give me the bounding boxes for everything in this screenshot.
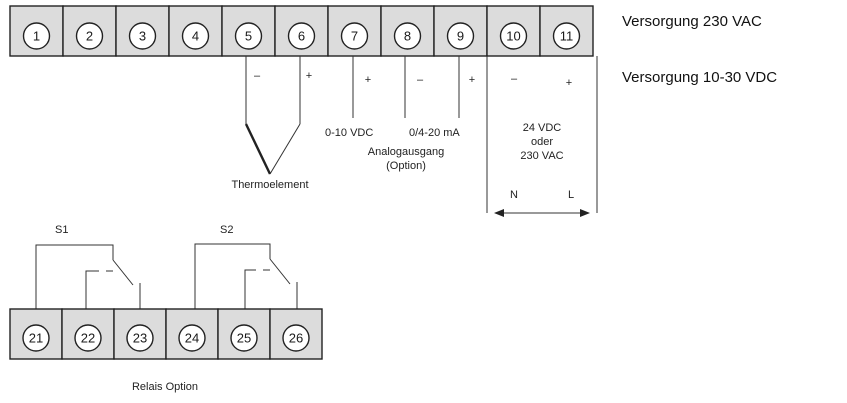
power-label-oder: oder bbox=[531, 136, 553, 148]
relay-s1-wiring: S1 bbox=[35, 224, 141, 309]
power-label-24vdc: 24 VDC bbox=[523, 122, 562, 134]
terminal-22: 22 bbox=[61, 308, 115, 360]
polarity-8: – bbox=[417, 74, 424, 86]
bottom-terminal-strip: 21 22 23 24 25 26 bbox=[9, 308, 323, 360]
terminal-23: 23 bbox=[113, 308, 167, 360]
vdc-output-label: 0-10 VDC bbox=[325, 127, 373, 139]
terminal-label: 23 bbox=[133, 331, 147, 346]
analog-option-label: (Option) bbox=[386, 160, 426, 172]
terminal-25: 25 bbox=[217, 308, 271, 360]
terminal-11: 11 bbox=[539, 5, 594, 57]
top-terminal-strip: 1 2 3 4 5 6 7 bbox=[9, 5, 594, 57]
terminal-10: 10 bbox=[486, 5, 541, 57]
relay-s1-label: S1 bbox=[55, 224, 68, 236]
terminal-label: 11 bbox=[560, 29, 574, 44]
polarity-7: + bbox=[365, 74, 371, 86]
terminal-21: 21 bbox=[9, 308, 63, 360]
power-label-230vac: 230 VAC bbox=[520, 150, 563, 162]
terminal-label: 9 bbox=[457, 29, 464, 44]
polarity-6: + bbox=[306, 70, 312, 82]
ma-output-label: 0/4-20 mA bbox=[409, 127, 460, 139]
live-label: L bbox=[568, 189, 574, 201]
supply-note-10-30vdc: Versorgung 10-30 VDC bbox=[622, 69, 777, 86]
terminal-1: 1 bbox=[9, 5, 64, 57]
terminal-6: 6 bbox=[274, 5, 329, 57]
terminal-4: 4 bbox=[168, 5, 223, 57]
terminal-label: 21 bbox=[29, 331, 43, 346]
terminal-label: 22 bbox=[81, 331, 95, 346]
analog-output-wiring: + – + 0-10 VDC 0/4-20 mA Analogausgang (… bbox=[325, 56, 475, 172]
terminal-7: 7 bbox=[327, 5, 382, 57]
terminal-8: 8 bbox=[380, 5, 435, 57]
relay-s2-wiring: S2 bbox=[194, 224, 298, 309]
terminal-label: 7 bbox=[351, 29, 358, 44]
terminal-26: 26 bbox=[269, 308, 323, 360]
supply-note-230vac: Versorgung 230 VAC bbox=[622, 13, 762, 30]
terminal-label: 25 bbox=[237, 331, 251, 346]
relay-option-label: Relais Option bbox=[132, 381, 198, 393]
relay-s2-label: S2 bbox=[220, 224, 233, 236]
terminal-3: 3 bbox=[115, 5, 170, 57]
terminal-label: 5 bbox=[245, 29, 252, 44]
terminal-label: 10 bbox=[506, 29, 520, 44]
power-supply-wiring: – + 24 VDC oder 230 VAC N L bbox=[486, 56, 598, 217]
terminal-label: 2 bbox=[86, 29, 93, 44]
neutral-label: N bbox=[510, 189, 518, 201]
terminal-2: 2 bbox=[62, 5, 117, 57]
terminal-label: 3 bbox=[139, 29, 146, 44]
analog-output-label: Analogausgang bbox=[368, 146, 444, 158]
terminal-label: 6 bbox=[298, 29, 305, 44]
terminal-24: 24 bbox=[165, 308, 219, 360]
terminal-label: 4 bbox=[192, 29, 199, 44]
polarity-9: + bbox=[469, 74, 475, 86]
polarity-5: – bbox=[254, 70, 261, 82]
terminal-label: 8 bbox=[404, 29, 411, 44]
polarity-11: + bbox=[566, 77, 572, 89]
terminal-label: 1 bbox=[33, 29, 40, 44]
thermocouple-wiring: – + Thermoelement bbox=[231, 56, 312, 191]
thermocouple-label: Thermoelement bbox=[231, 179, 308, 191]
polarity-10: – bbox=[511, 73, 518, 85]
terminal-label: 26 bbox=[289, 331, 303, 346]
terminal-9: 9 bbox=[433, 5, 488, 57]
terminal-5: 5 bbox=[221, 5, 276, 57]
terminal-label: 24 bbox=[185, 331, 199, 346]
